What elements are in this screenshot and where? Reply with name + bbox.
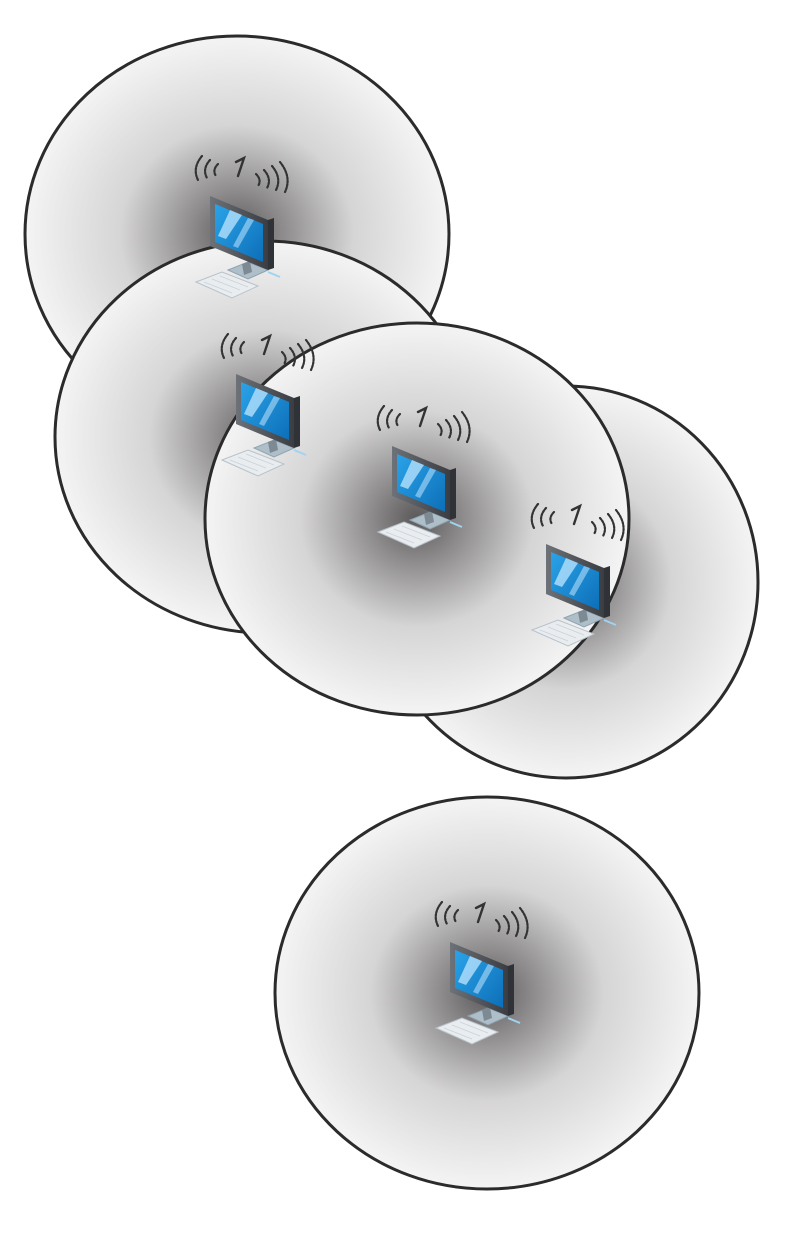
wireless-coverage-diagram — [23, 34, 760, 1191]
